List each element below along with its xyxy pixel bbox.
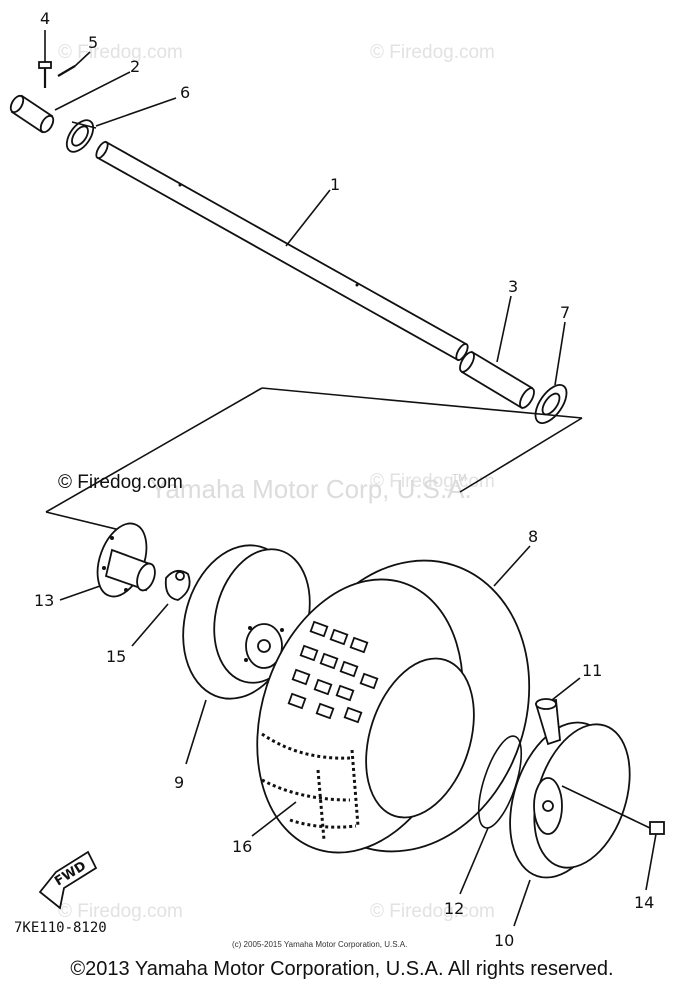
hub-part-13 bbox=[59, 522, 156, 601]
callout-5: 5 bbox=[88, 33, 98, 52]
callout-15: 15 bbox=[106, 647, 126, 666]
small-copyright: (c) 2005-2015 Yamaha Motor Corporation, … bbox=[232, 940, 407, 949]
callout-1: 1 bbox=[330, 175, 340, 194]
footer-copyright: ©2013 Yamaha Motor Corporation, U.S.A. A… bbox=[70, 958, 614, 980]
clip-part-15 bbox=[131, 569, 191, 647]
watermark-firedog: © Firedog.com bbox=[370, 901, 495, 922]
watermark-firedog: © Firedog.com bbox=[370, 471, 495, 492]
watermark-tm: TM bbox=[452, 473, 466, 484]
tire-part-8 bbox=[256, 545, 531, 854]
bearing-part-7 bbox=[534, 321, 568, 424]
collar-part-2 bbox=[9, 71, 131, 134]
watermark-firedog: © Firedog.com bbox=[58, 42, 183, 63]
axle-part-1 bbox=[95, 140, 469, 362]
callout-16: 16 bbox=[232, 837, 252, 856]
callout-8: 8 bbox=[528, 527, 538, 546]
watermark-firedog: © Firedog.com bbox=[58, 901, 183, 922]
callout-9: 9 bbox=[174, 773, 184, 792]
watermark-firedog: © Firedog.com bbox=[370, 42, 495, 63]
valve-part-11 bbox=[534, 677, 581, 746]
callout-4: 4 bbox=[40, 9, 50, 28]
part-code: 7KE110-8120 bbox=[14, 920, 107, 936]
bearing-part-6 bbox=[65, 97, 177, 153]
bolt-part-14 bbox=[561, 785, 665, 891]
forward-arrow: FWD bbox=[38, 850, 98, 910]
bolt-part-4 bbox=[38, 30, 52, 88]
assembly-guide-lines bbox=[45, 387, 583, 533]
watermark-firedog-dark: © Firedog.com bbox=[58, 472, 183, 493]
callout-7: 7 bbox=[560, 303, 570, 322]
callout-13: 13 bbox=[34, 591, 54, 610]
callout-3: 3 bbox=[508, 277, 518, 296]
watermark-corp: Yamaha Motor Corp, U.S.A. bbox=[150, 474, 472, 504]
callout-14: 14 bbox=[634, 893, 654, 912]
callout-11: 11 bbox=[582, 661, 602, 680]
collar-part-3 bbox=[459, 295, 535, 410]
callout-10: 10 bbox=[494, 931, 514, 950]
callout-2: 2 bbox=[130, 57, 140, 76]
callout-6: 6 bbox=[180, 83, 190, 102]
tire-chain-part-16 bbox=[251, 732, 360, 841]
callout-12: 12 bbox=[444, 899, 464, 918]
pin-part-5 bbox=[57, 51, 91, 77]
